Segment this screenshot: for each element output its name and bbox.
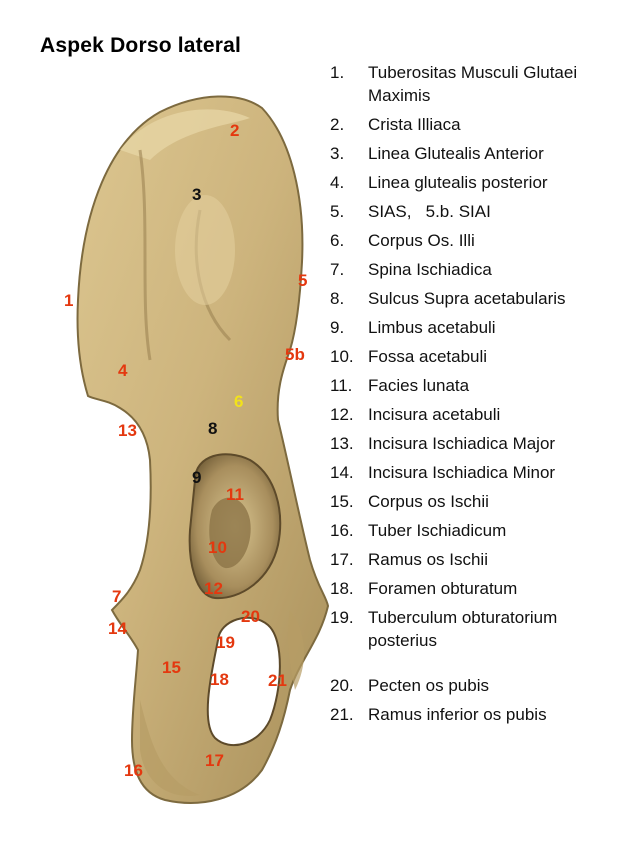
legend-number: 3.: [330, 144, 345, 163]
diagram-title: Aspek Dorso lateral: [40, 34, 242, 57]
gluteal-line-posterior: [138, 149, 152, 361]
wing-highlight: [175, 195, 235, 305]
legend-item: 16. Tuber Ischiadicum: [330, 516, 630, 545]
legend-text: Foramen obturatum: [368, 579, 518, 598]
legend-number: 9.: [330, 318, 345, 337]
label-1: 1: [64, 291, 74, 310]
label-17: 17: [205, 751, 224, 770]
label-13: 13: [118, 421, 137, 440]
legend-text: Ramus inferior os pubis: [368, 705, 547, 724]
legend-text: SIAS, 5.b. SIAI: [368, 202, 491, 221]
legend-text: Facies lunata: [368, 376, 470, 395]
legend-item: 18. Foramen obturatum: [330, 574, 630, 603]
label-21: 21: [268, 671, 287, 690]
legend-list: 1. Tuberositas Musculi Glutaei Maximis 2.…: [330, 58, 630, 729]
legend-text: Incisura Ischiadica Major: [368, 434, 556, 453]
legend-text: Sulcus Supra acetabularis: [368, 289, 566, 308]
legend-text: Tuberculum obturatorium posterius: [368, 608, 558, 650]
legend-item: 17. Ramus os Ischii: [330, 545, 630, 574]
legend-item: 6. Corpus Os. Illi: [330, 226, 630, 255]
label-11: 11: [226, 485, 244, 504]
legend-item: 20. Pecten os pubis: [330, 671, 630, 700]
legend-text: Limbus acetabuli: [368, 318, 496, 337]
legend-number: 4.: [330, 173, 345, 192]
legend-item: 3. Linea Glutealis Anterior: [330, 139, 630, 168]
legend-number: 20.: [330, 676, 354, 695]
iliac-crest-shade: [120, 109, 250, 160]
legend-item: 14. Incisura Ischiadica Minor: [330, 458, 630, 487]
legend-text: Incisura acetabuli: [368, 405, 501, 424]
legend-number: 17.: [330, 550, 354, 569]
label-2: 2: [230, 121, 240, 140]
legend-item: 9. Limbus acetabuli: [330, 313, 630, 342]
obturator-foramen: [206, 616, 281, 747]
legend-text: Linea glutealis posterior: [368, 173, 548, 192]
legend-number: 12.: [330, 405, 354, 424]
fossa-acetabuli: [209, 497, 251, 569]
label-10: 10: [208, 538, 227, 557]
legend-text: Fossa acetabuli: [368, 347, 488, 366]
legend-item: 21. Ramus inferior os pubis: [330, 700, 630, 729]
legend-number: 15.: [330, 492, 354, 511]
pubic-shade: [287, 610, 305, 690]
legend-item: 11. Facies lunata: [330, 371, 630, 400]
legend-text: Incisura Ischiadica Minor: [368, 463, 556, 482]
legend-number: 8.: [330, 289, 345, 308]
legend-number: 11.: [330, 376, 353, 395]
legend-number: 21.: [330, 705, 354, 724]
legend-number: 7.: [330, 260, 345, 279]
label-12: 12: [204, 579, 223, 598]
legend-number: 10.: [330, 347, 354, 366]
legend-text: Spina Ischiadica: [368, 260, 492, 279]
legend-text: Corpus Os. Illi: [368, 231, 475, 250]
legend-number: 16.: [330, 521, 354, 540]
legend-number: 1.: [330, 63, 345, 82]
legend-text: Pecten os pubis: [368, 676, 489, 695]
label-14: 14: [108, 619, 127, 638]
legend-text: Tuber Ischiadicum: [368, 521, 507, 540]
legend-item: 12. Incisura acetabuli: [330, 400, 630, 429]
legend-number: 5.: [330, 202, 345, 221]
legend-item: 1. Tuberositas Musculi Glutaei Maximis: [330, 58, 630, 110]
legend-text: Crista Illiaca: [368, 115, 461, 134]
legend-item: 10. Fossa acetabuli: [330, 342, 630, 371]
ischial-shade: [140, 700, 200, 796]
legend-item: 7. Spina Ischiadica: [330, 255, 630, 284]
label-6: 6: [234, 392, 244, 411]
label-16: 16: [124, 761, 143, 780]
legend-number: 19.: [330, 608, 354, 627]
legend-item: 4. Linea glutealis posterior: [330, 168, 630, 197]
legend-number: 6.: [330, 231, 345, 250]
legend-text: Ramus os Ischii: [368, 550, 488, 569]
label-9: 9: [192, 468, 202, 487]
label-20: 20: [241, 607, 260, 626]
legend-text: Linea Glutealis Anterior: [368, 144, 544, 163]
label-8: 8: [208, 419, 218, 438]
legend-text: Tuberositas Musculi Glutaei Maximis: [368, 63, 578, 105]
label-4: 4: [118, 361, 128, 380]
legend-item: 15. Corpus os Ischii: [330, 487, 630, 516]
legend-number: 13.: [330, 434, 354, 453]
legend-item: 2. Crista Illiaca: [330, 110, 630, 139]
label-18: 18: [210, 670, 229, 689]
label-5: 5: [298, 271, 308, 290]
label-7: 7: [112, 587, 122, 606]
label-19: 19: [216, 633, 235, 652]
legend-item: 13. Incisura Ischiadica Major: [330, 429, 630, 458]
label-15: 15: [162, 658, 181, 677]
legend-item: 5. SIAS, 5.b. SIAI: [330, 197, 630, 226]
legend-number: 2.: [330, 115, 345, 134]
legend-item: 19. Tuberculum obturatorium posterius: [330, 603, 630, 655]
legend-item: 8. Sulcus Supra acetabularis: [330, 284, 630, 313]
legend-text: Corpus os Ischii: [368, 492, 489, 511]
legend-number: 18.: [330, 579, 354, 598]
label-3: 3: [192, 185, 202, 204]
legend-number: 14.: [330, 463, 354, 482]
label-5b: 5b: [285, 345, 305, 364]
